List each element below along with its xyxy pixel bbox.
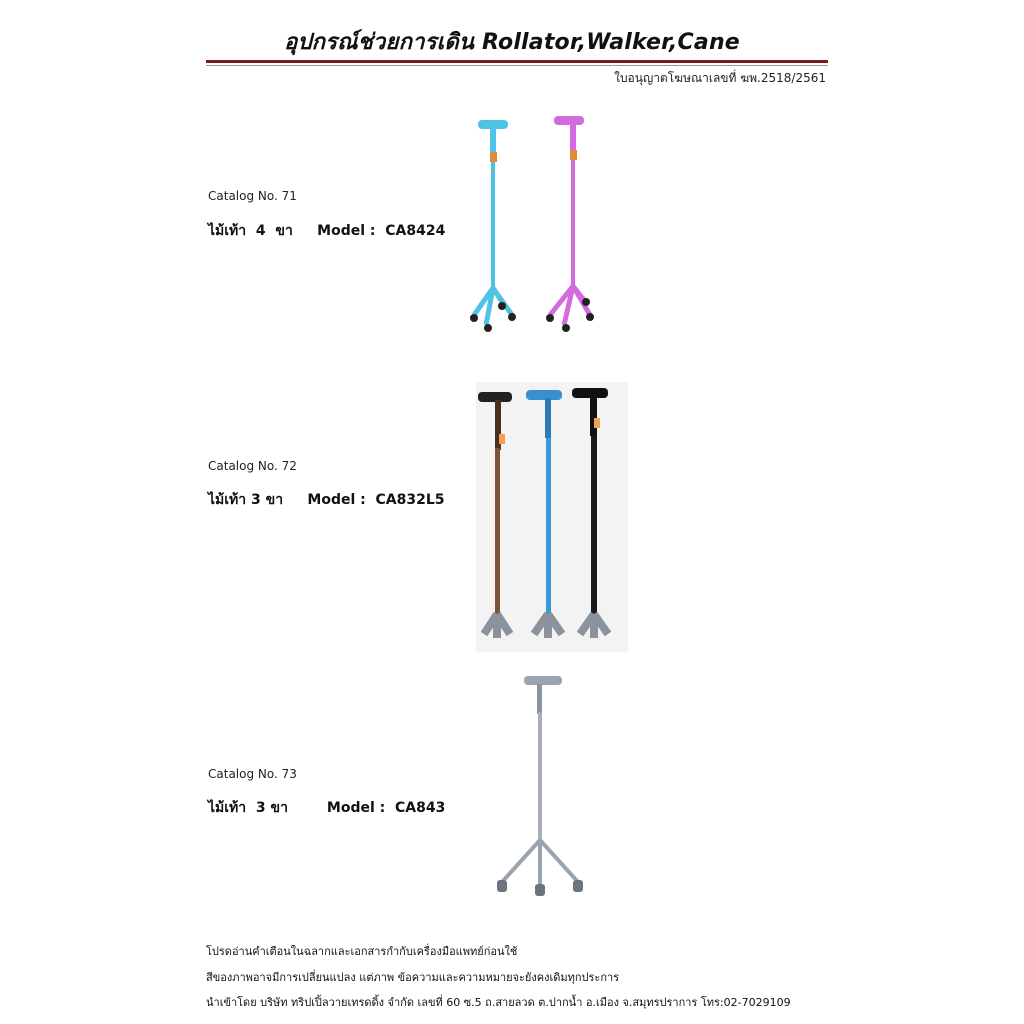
- bronze-tripod-cane: [478, 392, 514, 638]
- catalog-number-71: Catalog No. 71: [208, 189, 297, 203]
- blue-quad-cane: [470, 120, 516, 332]
- license-number: ใบอนุญาตโฆษณาเลขที่ ฆพ.2518/2561: [614, 71, 826, 85]
- blue-tripod-cane: [526, 390, 566, 638]
- footer-warning: โปรดอ่านคำเตือนในฉลากและเอกสารกำกับเครื่…: [206, 945, 518, 958]
- footer-importer: นำเข้าโดย บริษัท ทริปเปิ้ลวายเทรดดิ้ง จำ…: [206, 996, 791, 1009]
- model-line-72: ไม้เท้า 3 ขา Model : CA832L5: [208, 492, 445, 508]
- page-title: อุปกรณ์ช่วยการเดิน Rollator,Walker,Cane: [284, 30, 740, 55]
- quad-cane-ca8424-image: [470, 116, 594, 332]
- footer-disclaimer: สีของภาพอาจมีการเปลี่ยนแปลง แต่ภาพ ข้อคว…: [206, 971, 620, 984]
- header-rule-thin: [206, 65, 828, 66]
- black-tripod-cane: [572, 388, 612, 638]
- silver-tripod-cane: [497, 676, 583, 896]
- catalog-number-73: Catalog No. 73: [208, 767, 297, 781]
- model-line-71: ไม้เท้า 4 ขา Model : CA8424: [208, 223, 446, 239]
- model-line-73: ไม้เท้า 3 ขา Model : CA843: [208, 800, 446, 816]
- pink-quad-cane: [546, 116, 594, 332]
- catalog-number-72: Catalog No. 72: [208, 459, 297, 473]
- header-rule: [206, 60, 828, 63]
- tripod-cane-ca832l5-image: [476, 382, 628, 652]
- tripod-cane-ca843-image: [497, 676, 583, 896]
